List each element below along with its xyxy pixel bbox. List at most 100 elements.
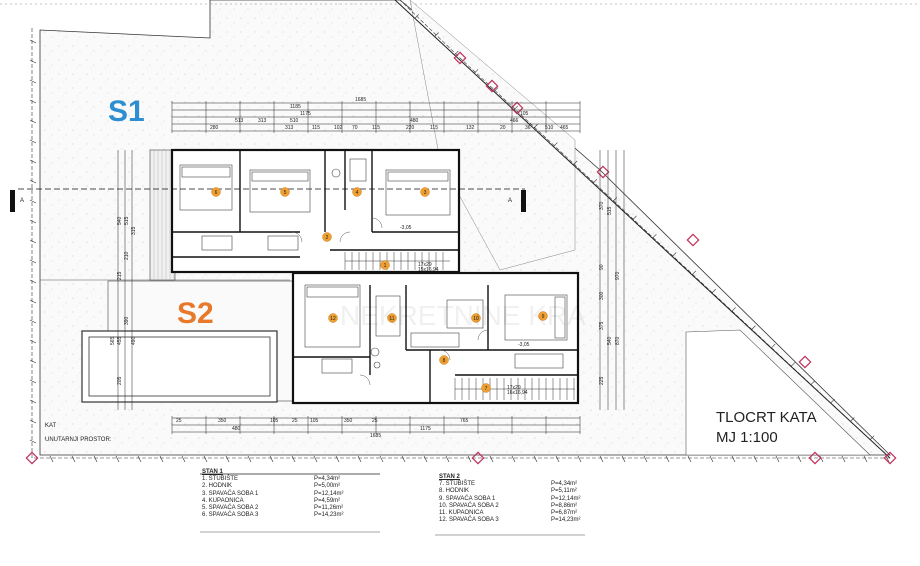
interior-walls-s2 — [293, 285, 578, 403]
property-edge — [394, 0, 891, 459]
room-marker-dot — [352, 187, 362, 197]
room-number: 7 — [485, 386, 488, 392]
inner-space-label: UNUTARNJI PROSTOR: — [45, 437, 112, 443]
room-marker: 10 — [471, 313, 481, 323]
room-number: 1 — [384, 263, 387, 269]
dimension-value: 375 — [599, 321, 605, 330]
dimension-value: 105 — [520, 111, 529, 117]
fence-ticks — [29, 0, 890, 463]
legend-room-name: 5. SPAVAĆA SOBA 2 — [202, 505, 259, 512]
legend-room-area: P=4,34m² — [314, 476, 341, 483]
section-label-left: A — [20, 198, 24, 204]
drawing-scale: MJ 1:100 — [716, 429, 778, 446]
dimension-value: 210 — [124, 251, 130, 260]
dimension-value: 540 — [607, 336, 613, 345]
dimension-value: 480 — [232, 426, 241, 432]
room-marker: 6 — [211, 187, 221, 197]
dimension-value: 565 — [110, 336, 116, 345]
room-marker-dot — [538, 311, 548, 321]
room-marker-dot — [420, 187, 430, 197]
legend-row: 8. HODNIK P=5,11m² — [439, 488, 581, 495]
room-number: 2 — [326, 235, 329, 241]
dimension-value: 115 — [430, 125, 438, 131]
drawing-title: TLOCRT KATA — [716, 409, 817, 426]
room-marker: 5 — [280, 187, 290, 197]
legend-room-name: 9. SPAVAĆA SOBA 1 — [439, 495, 496, 502]
dimension-value: 300 — [599, 291, 605, 300]
dimension-value: 350 — [344, 418, 353, 424]
room-marker-dot — [322, 232, 332, 242]
legend-room-area: P=14,23m² — [551, 517, 581, 524]
level-s1: -3,05 — [400, 225, 412, 231]
boundary-marker — [471, 451, 485, 465]
dimension-value: 70 — [352, 125, 358, 131]
dimension-value: 1185 — [290, 104, 301, 110]
room-number: 11 — [389, 316, 394, 322]
dimension-value: 36 — [525, 125, 531, 131]
dimension-value: 115 — [372, 125, 380, 131]
dimension-value: 220 — [406, 125, 415, 131]
legend-row: 9. SPAVAĆA SOBA 1 P=12,14m² — [439, 496, 581, 503]
dimension-value: 870 — [615, 336, 621, 345]
dimension-value: 105 — [310, 418, 319, 424]
stair-label-s2-b: 16x16,94 — [507, 390, 528, 396]
legend-room-name: 12. SPAVAĆA SOBA 3 — [439, 517, 499, 524]
dimension-value: 350 — [218, 418, 227, 424]
dimension-value: 205 — [117, 376, 123, 385]
dimension-value: 1685 — [370, 433, 381, 439]
legend-room-area: P=8,86m² — [551, 502, 578, 509]
dimension-value: 480 — [410, 118, 419, 124]
room-number: 9 — [542, 314, 545, 320]
legend-room-area: P=5,11m² — [551, 488, 577, 495]
legend-room-area: P=14,23m² — [314, 512, 344, 519]
legend-room-name: 6. SPAVAĆA SOBA 3 — [202, 512, 259, 519]
dimension-value: 765 — [460, 418, 469, 424]
legend-stan-1-title: STAN 1 — [202, 469, 223, 475]
boundary-marker — [453, 51, 467, 65]
boundary-marker — [510, 101, 524, 115]
room-marker-dot — [328, 313, 338, 323]
stair-label-s2-a: 17x29 — [507, 385, 521, 391]
legend-room-name: 8. HODNIK — [439, 488, 470, 495]
room-marker: 12 — [328, 313, 338, 323]
stairs-s2 — [454, 378, 575, 400]
room-marker-dot — [280, 187, 290, 197]
room-number: 4 — [356, 190, 359, 196]
dimension-value: 370 — [599, 201, 605, 210]
stair-label-s1-a: 17x29 — [418, 262, 432, 268]
dimension-value: 315 — [131, 226, 137, 235]
section-marker-right — [521, 190, 526, 212]
boundary-marker — [485, 79, 499, 93]
room-number: 10 — [473, 316, 479, 322]
legend-row: 12. SPAVAĆA SOBA 3 P=14,23m² — [439, 517, 581, 524]
section-label-right: A — [508, 198, 512, 204]
level-s2: -3,05 — [518, 342, 530, 348]
boundary-marker — [798, 355, 812, 369]
dimension-value: 515 — [607, 206, 613, 215]
room-marker: 11 — [387, 313, 397, 323]
boundary-marker — [25, 451, 39, 465]
unit-label-s1: S1 — [108, 95, 145, 128]
legend-stan-2-title: STAN 2 — [439, 474, 460, 480]
legend-room-area: P=6,87m² — [551, 510, 578, 517]
legend-room-area: P=4,34m² — [551, 481, 578, 488]
room-marker-dot — [387, 313, 397, 323]
dimension-value: 280 — [210, 125, 219, 131]
dimension-value: 313 — [285, 125, 294, 131]
legend-room-area: P=12,14m² — [551, 495, 581, 502]
dimension-value: 25 — [292, 418, 298, 424]
boundary-marker — [883, 451, 897, 465]
dimension-value: 215 — [117, 271, 123, 280]
room-marker: 8 — [439, 355, 449, 365]
legend-row: 6. SPAVAĆA SOBA 3 P=14,23m² — [202, 512, 344, 519]
dimension-value: 132 — [466, 125, 475, 131]
